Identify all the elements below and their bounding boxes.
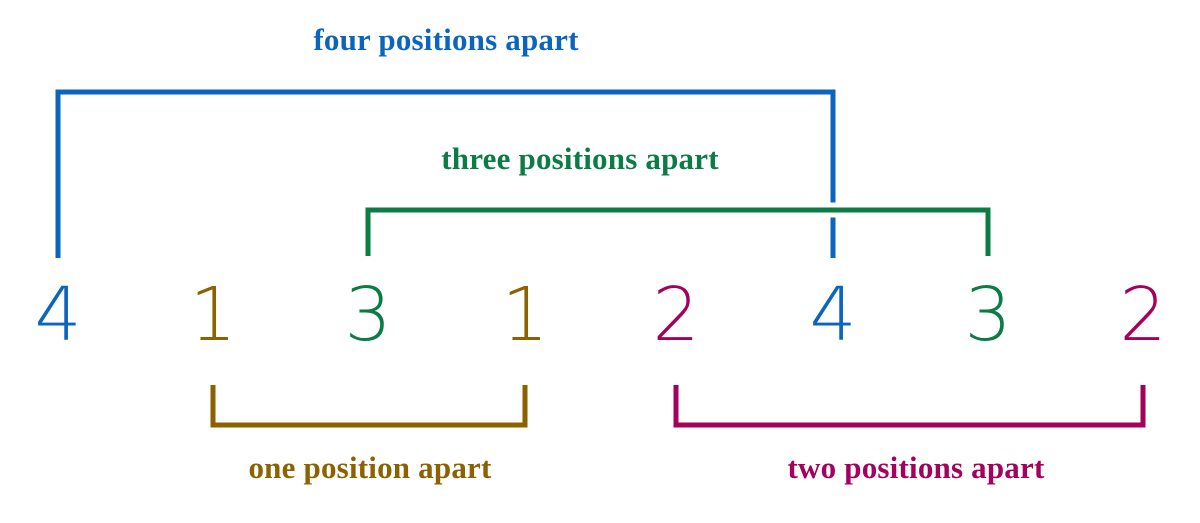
sequence-digit-1: 4 — [34, 272, 82, 358]
sequence-digit-8: 2 — [1119, 272, 1167, 358]
annotation-label-four-positions: four positions apart — [313, 22, 579, 57]
annotation-label-two-positions: two positions apart — [787, 450, 1045, 485]
sequence-digit-7: 3 — [964, 272, 1012, 358]
bracket-line-one-position — [210, 385, 528, 428]
bracket-two-positions — [673, 385, 1146, 428]
sequence-digit-2: 1 — [189, 272, 237, 358]
bracket-line-three-positions — [365, 207, 991, 256]
sequence-digit-5: 2 — [652, 272, 700, 358]
annotation-label-three-positions: three positions apart — [441, 141, 719, 176]
bracket-halo-three-positions — [360, 202, 996, 256]
sequence-digit-6: 4 — [809, 272, 857, 358]
bracket-line-two-positions — [673, 385, 1146, 428]
bracket-three-positions — [360, 202, 996, 256]
bracket-one-position — [210, 385, 528, 428]
annotation-label-one-position: one position apart — [248, 450, 492, 485]
sequence-digit-3: 3 — [344, 272, 392, 358]
sequence-digit-4: 1 — [501, 272, 549, 358]
